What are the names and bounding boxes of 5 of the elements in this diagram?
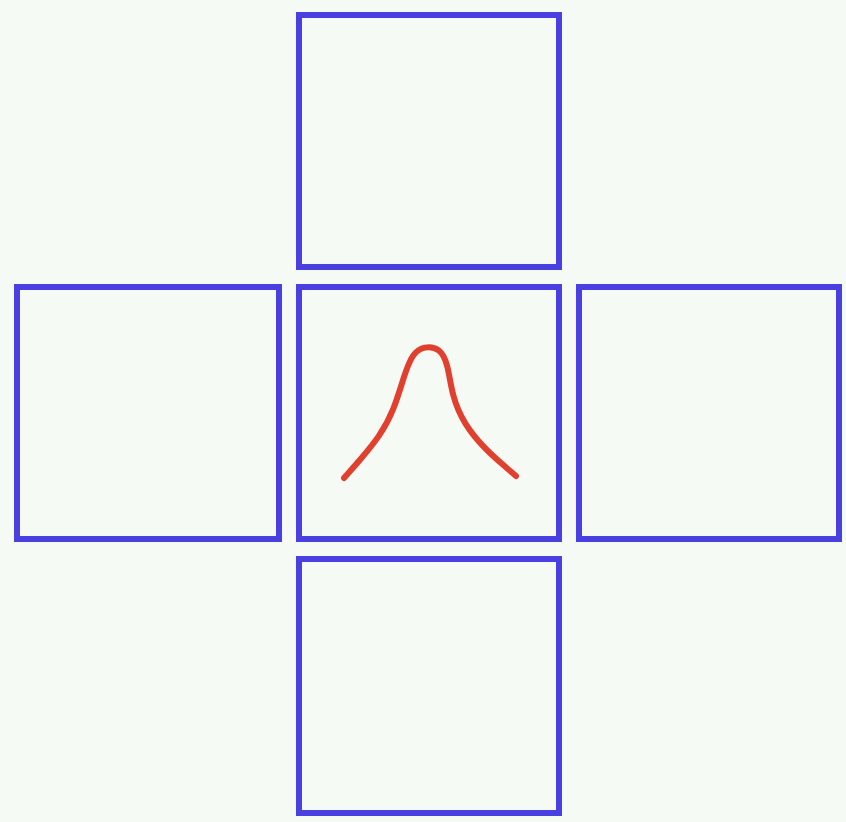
- square-cell: [576, 284, 842, 542]
- square-cell: [296, 12, 562, 270]
- square-cell: [296, 556, 562, 816]
- square-cell: [14, 284, 282, 542]
- square-cell: [296, 284, 562, 542]
